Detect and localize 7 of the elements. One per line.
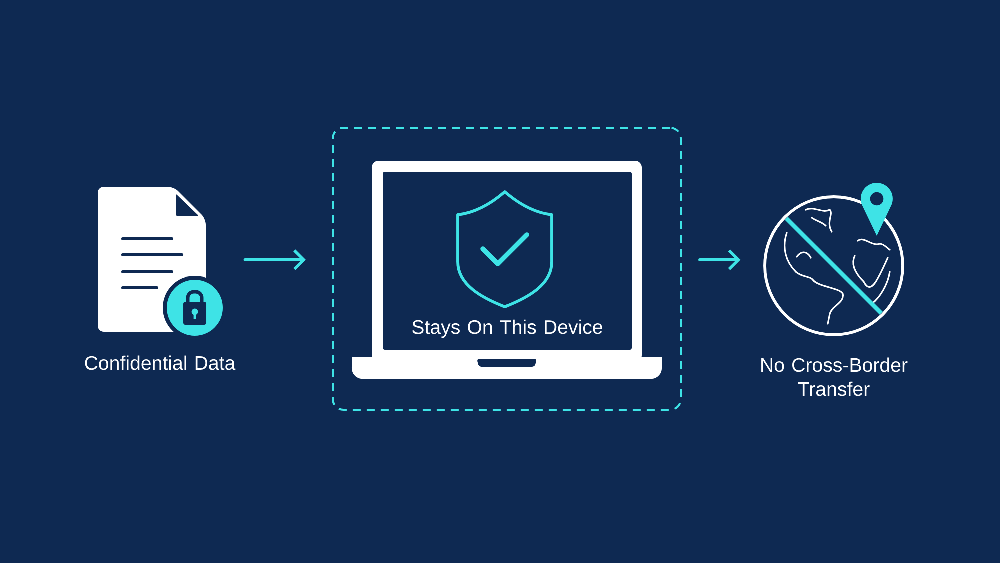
laptop: Stays On This Device	[352, 161, 662, 379]
dashed-frame	[332, 127, 682, 411]
crossed-globe-icon	[764, 183, 904, 336]
arrow	[244, 250, 306, 270]
node-label: Confidential Data	[85, 356, 236, 370]
arrow	[698, 250, 741, 270]
node-label: No Cross-Border Transfer	[762, 358, 908, 396]
